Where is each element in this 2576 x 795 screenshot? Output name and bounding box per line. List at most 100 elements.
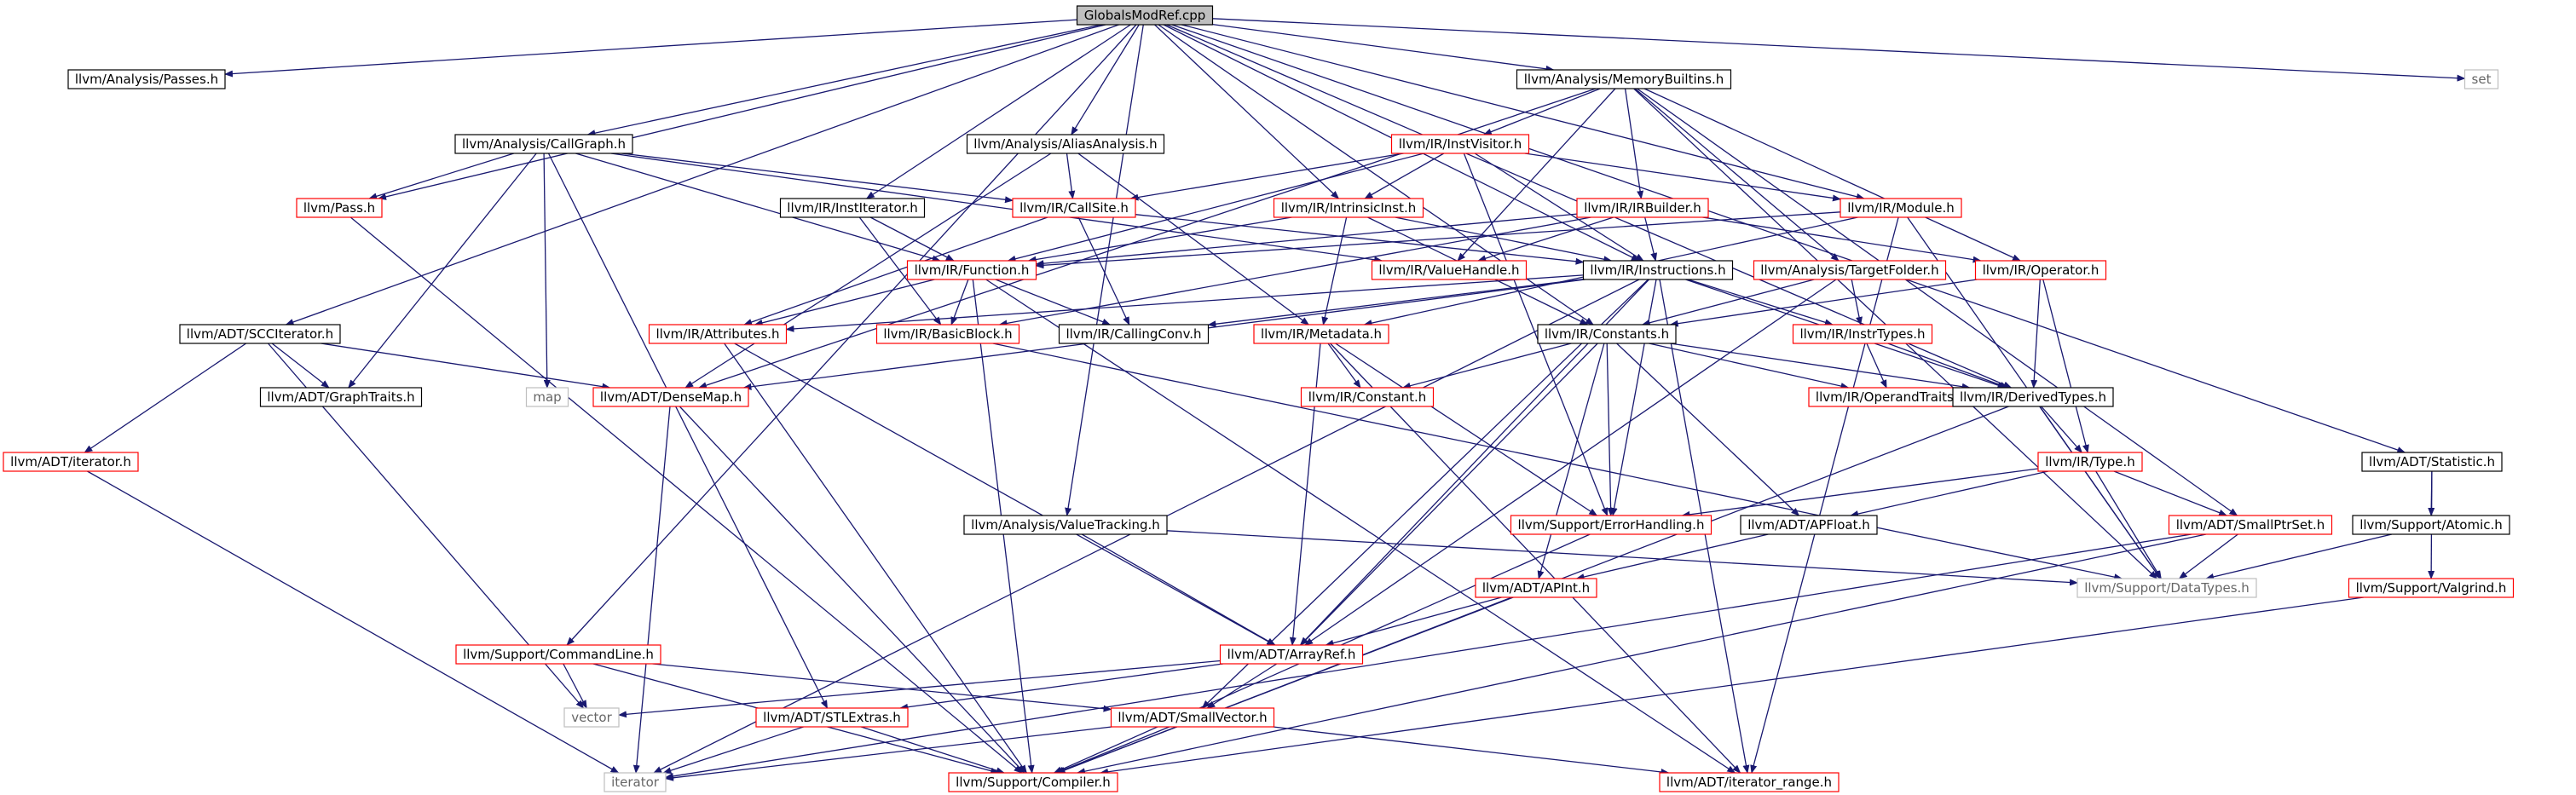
node-function[interactable]: llvm/IR/Function.h	[906, 260, 1037, 280]
edge-scciter-to-densemap	[321, 343, 611, 390]
node-metadata[interactable]: llvm/IR/Metadata.h	[1253, 324, 1389, 344]
node-box	[1576, 198, 1709, 218]
node-operandtraits[interactable]: llvm/IR/OperandTraits.h	[1808, 387, 1973, 407]
node-graphtraits[interactable]: llvm/ADT/GraphTraits.h	[259, 387, 423, 407]
node-atomic[interactable]: llvm/Support/Atomic.h	[2352, 515, 2510, 535]
edge-callsite-to-instructions	[1135, 214, 1585, 265]
node-basicblock[interactable]: llvm/IR/BasicBlock.h	[875, 324, 1020, 344]
node-densemap[interactable]: llvm/ADT/DenseMap.h	[592, 387, 749, 407]
node-institerator[interactable]: llvm/IR/InstIterator.h	[779, 198, 926, 218]
edge-irbuilder-to-valuehandle	[1477, 216, 1614, 262]
node-iterator[interactable]: llvm/ADT/iterator.h	[3, 452, 139, 472]
node-valuetracking[interactable]: llvm/Analysis/ValueTracking.h	[963, 515, 1168, 535]
edge-module-to-function	[1035, 211, 1841, 269]
node-label: llvm/Support/CommandLine.h	[463, 647, 654, 662]
node-label: llvm/IR/Attributes.h	[656, 326, 779, 342]
node-map: map	[525, 387, 569, 407]
node-label: llvm/ADT/DenseMap.h	[600, 389, 742, 405]
edge-callgraph-to-valuehandle	[610, 153, 1383, 263]
node-constant[interactable]: llvm/IR/Constant.h	[1300, 387, 1435, 407]
edge-root-to-statistic	[1171, 24, 2406, 453]
edge-arrayref-to-vector	[618, 660, 1221, 718]
node-compiler[interactable]: llvm/Support/Compiler.h	[948, 772, 1118, 792]
node-box	[1253, 324, 1389, 344]
edge-instvisitor-to-module	[1524, 153, 1841, 202]
node-box	[1390, 134, 1530, 154]
edge-arrayref-to-stlextras	[899, 663, 1223, 711]
node-box	[2348, 578, 2515, 598]
node-label: llvm/IR/InstrTypes.h	[1799, 326, 1925, 342]
node-iteratorrange[interactable]: llvm/ADT/iterator_range.h	[1659, 772, 1840, 792]
node-aliasanalysis[interactable]: llvm/Analysis/AliasAnalysis.h	[966, 134, 1165, 154]
node-label: llvm/Support/DataTypes.h	[2084, 580, 2250, 596]
node-box	[779, 198, 926, 218]
node-stlextras[interactable]: llvm/ADT/STLExtras.h	[755, 707, 909, 728]
node-instructions[interactable]: llvm/IR/Instructions.h	[1582, 260, 1734, 280]
edge-type-to-smallptrset	[2113, 470, 2228, 516]
node-smallptrset[interactable]: llvm/ADT/SmallPtrSet.h	[2168, 515, 2333, 535]
node-attributes[interactable]: llvm/IR/Attributes.h	[648, 324, 788, 344]
node-label: llvm/Support/Valgrind.h	[2356, 580, 2507, 596]
node-cmdline[interactable]: llvm/Support/CommandLine.h	[455, 644, 661, 665]
node-box	[1110, 707, 1275, 728]
edge-instructions-to-attributes	[785, 274, 1584, 332]
node-box	[1537, 324, 1677, 344]
node-box	[1952, 387, 2114, 407]
node-box	[259, 387, 423, 407]
edge-valuetracking-to-arrayref	[1081, 533, 1276, 646]
node-errorhandling[interactable]: llvm/Support/ErrorHandling.h	[1510, 515, 1713, 535]
node-targetfolder[interactable]: llvm/Analysis/TargetFolder.h	[1753, 260, 1947, 280]
node-arrayref[interactable]: llvm/ADT/ArrayRef.h	[1219, 644, 1364, 665]
edge-constants-to-derivedtypes	[1670, 343, 1971, 390]
dependency-edges	[84, 18, 2466, 781]
node-label: llvm/Analysis/Passes.h	[75, 72, 218, 87]
node-label: llvm/IR/CallingConv.h	[1066, 326, 1201, 342]
node-label: llvm/IR/ValueHandle.h	[1378, 262, 1519, 278]
node-memorybuiltins[interactable]: llvm/Analysis/MemoryBuiltins.h	[1516, 69, 1732, 89]
node-label: llvm/ADT/GraphTraits.h	[267, 389, 414, 405]
node-label: llvm/ADT/iterator.h	[10, 454, 131, 470]
edge-constants-to-operandtraits	[1649, 343, 1850, 389]
node-label: llvm/IR/Constant.h	[1308, 389, 1427, 405]
edge-basicblock-to-datatypes	[992, 343, 2123, 581]
node-smallvector[interactable]: llvm/ADT/SmallVector.h	[1110, 707, 1275, 728]
node-scciter[interactable]: llvm/ADT/SCCIterator.h	[179, 324, 341, 344]
node-instvisitor[interactable]: llvm/IR/InstVisitor.h	[1390, 134, 1530, 154]
node-label: llvm/IR/InstVisitor.h	[1399, 136, 1522, 152]
node-instrtypes[interactable]: llvm/IR/InstrTypes.h	[1792, 324, 1933, 344]
node-module[interactable]: llvm/IR/Module.h	[1840, 198, 1962, 218]
node-irbuilder[interactable]: llvm/IR/IRBuilder.h	[1576, 198, 1709, 218]
node-box	[455, 644, 661, 665]
node-box	[1273, 198, 1424, 218]
node-box	[948, 772, 1118, 792]
node-passes[interactable]: llvm/Analysis/Passes.h	[67, 69, 226, 89]
node-apfloat[interactable]: llvm/ADT/APFloat.h	[1740, 515, 1878, 535]
edge-cmdline-to-vector	[563, 663, 587, 709]
node-box	[1659, 772, 1840, 792]
node-operator[interactable]: llvm/IR/Operator.h	[1974, 260, 2107, 280]
node-derivedtypes[interactable]: llvm/IR/DerivedTypes.h	[1952, 387, 2114, 407]
edge-densemap-to-compiler	[679, 406, 1025, 774]
node-intrinsicinst[interactable]: llvm/IR/IntrinsicInst.h	[1273, 198, 1424, 218]
node-box	[1740, 515, 1878, 535]
node-pass[interactable]: llvm/Pass.h	[296, 198, 383, 218]
edge-function-to-iteratorrange	[985, 279, 1736, 774]
node-callingconv[interactable]: llvm/IR/CallingConv.h	[1058, 324, 1210, 344]
node-statistic[interactable]: llvm/ADT/Statistic.h	[2361, 452, 2503, 472]
node-callgraph[interactable]: llvm/Analysis/CallGraph.h	[454, 134, 633, 154]
node-label: llvm/IR/Metadata.h	[1261, 326, 1382, 342]
node-valuehandle[interactable]: llvm/IR/ValueHandle.h	[1371, 260, 1528, 280]
node-valgrind[interactable]: llvm/Support/Valgrind.h	[2348, 578, 2515, 598]
edge-memorybuiltins-to-operator	[1643, 88, 2021, 262]
node-box	[1840, 198, 1962, 218]
node-label: llvm/ADT/STLExtras.h	[763, 710, 901, 725]
node-apint[interactable]: llvm/ADT/APInt.h	[1475, 578, 1597, 598]
node-constants[interactable]: llvm/IR/Constants.h	[1537, 324, 1677, 344]
edge-aliasanalysis-to-densemap	[684, 153, 1052, 389]
edge-type-to-errorhandling	[1681, 468, 2039, 518]
node-callsite[interactable]: llvm/IR/CallSite.h	[1012, 198, 1136, 218]
node-type[interactable]: llvm/IR/Type.h	[2037, 452, 2143, 472]
node-iteratorstd: iterator	[604, 772, 667, 792]
node-label: llvm/ADT/SCCIterator.h	[187, 326, 333, 342]
